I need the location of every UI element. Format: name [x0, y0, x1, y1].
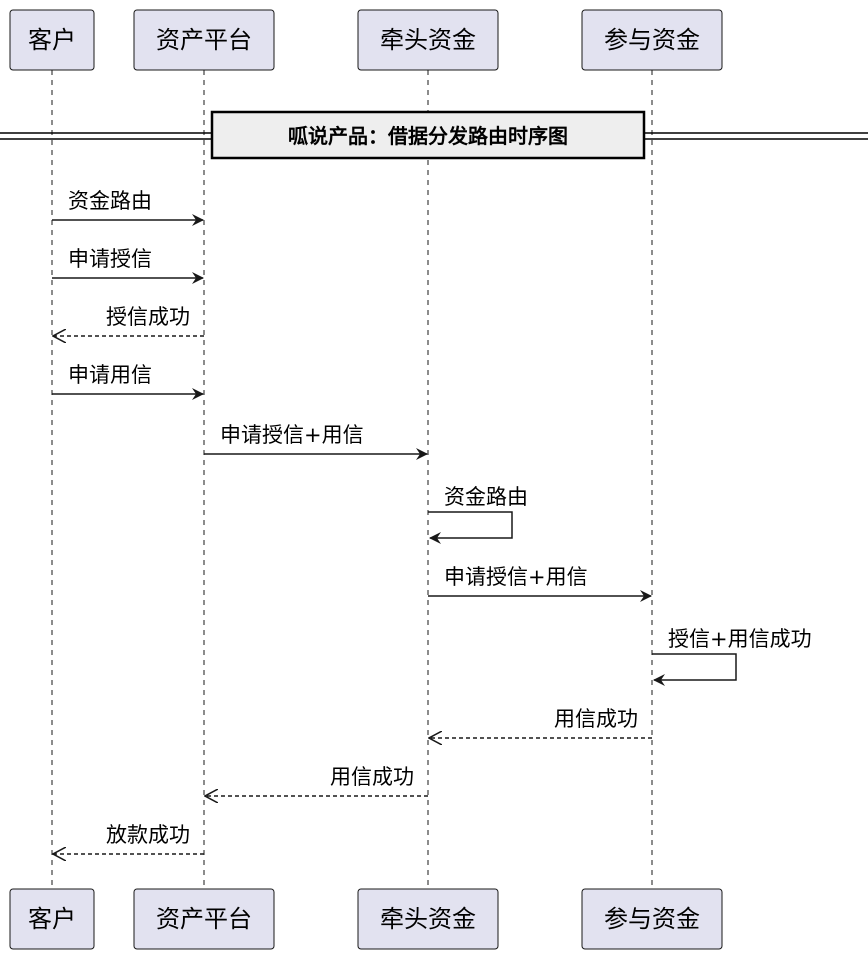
message-label: 放款成功	[106, 823, 190, 847]
message-label: 申请用信	[68, 363, 152, 387]
message-label: 授信+用信成功	[668, 627, 812, 651]
participant-label: 客户	[28, 905, 76, 933]
participant-lead-bottom: 牵头资金	[357, 888, 499, 950]
divider: 呱说产品：借据分发路由时序图	[0, 110, 868, 160]
message-8: 授信+用信成功	[652, 627, 812, 686]
message-label: 用信成功	[330, 765, 414, 789]
participant-label: 参与资金	[604, 905, 700, 933]
participant-participate-bottom: 参与资金	[581, 888, 723, 950]
participant-asset-top: 资产平台	[133, 9, 275, 71]
message-label: 资金路由	[444, 485, 528, 509]
participant-label: 资产平台	[156, 905, 252, 933]
participant-label: 牵头资金	[380, 905, 476, 933]
message-label: 申请授信	[68, 247, 152, 271]
message-arrow	[652, 653, 737, 686]
message-arrow	[428, 511, 513, 544]
participant-label: 资产平台	[156, 26, 252, 54]
message-1: 资金路由	[52, 189, 204, 226]
participant-label: 参与资金	[604, 26, 700, 54]
message-label: 资金路由	[68, 189, 152, 213]
message-3: 授信成功	[53, 305, 204, 336]
message-label: 申请授信+用信	[444, 565, 588, 589]
message-11: 放款成功	[53, 823, 204, 854]
message-5: 申请授信+用信	[204, 423, 428, 460]
participant-lead-top: 牵头资金	[357, 9, 499, 71]
message-6: 资金路由	[428, 485, 528, 544]
message-label: 授信成功	[106, 305, 190, 329]
divider-label: 呱说产品：借据分发路由时序图	[288, 124, 568, 148]
participant-customer-bottom: 客户	[9, 888, 95, 950]
participant-label: 客户	[28, 26, 76, 54]
message-10: 用信成功	[205, 765, 428, 796]
participant-participate-top: 参与资金	[581, 9, 723, 71]
message-7: 申请授信+用信	[428, 565, 652, 602]
message-2: 申请授信	[52, 247, 204, 284]
participant-asset-bottom: 资产平台	[133, 888, 275, 950]
message-9: 用信成功	[429, 707, 652, 738]
message-label: 申请授信+用信	[220, 423, 364, 447]
participant-label: 牵头资金	[380, 26, 476, 54]
message-label: 用信成功	[554, 707, 638, 731]
message-4: 申请用信	[52, 363, 204, 400]
participant-customer-top: 客户	[9, 9, 95, 71]
